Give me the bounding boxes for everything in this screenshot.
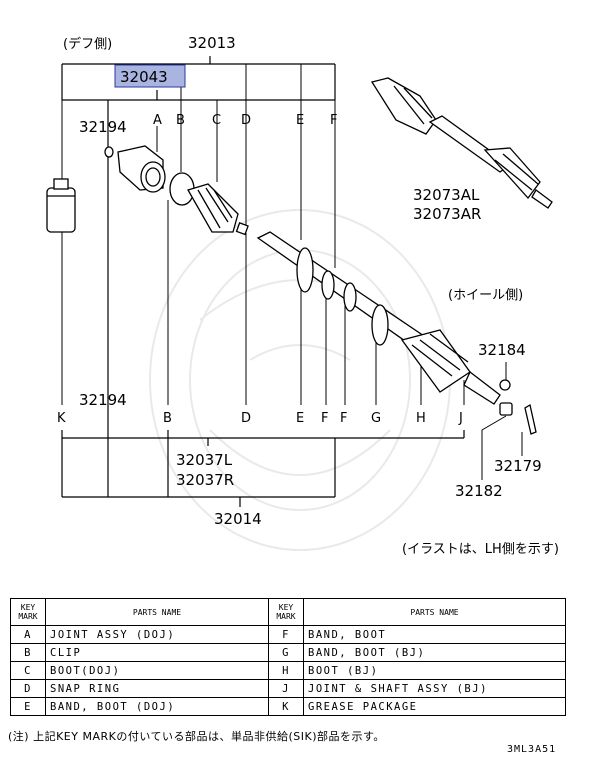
doj-boot-part <box>187 183 249 236</box>
key-cell: G <box>268 643 304 662</box>
name-cell: BAND, BOOT <box>303 625 566 644</box>
key-letter: C <box>212 113 221 128</box>
name-cell: SNAP RING <box>45 679 269 698</box>
exploded-parts-diagram: (デフ側) 32013 32043 32194 32194 A B C D E … <box>46 34 559 557</box>
name-cell: BOOT(DOJ) <box>45 661 269 680</box>
name-cell: BAND, BOOT (DOJ) <box>45 697 269 716</box>
illustration-note: (イラストは、LH側を示す) <box>402 542 559 557</box>
key-letter: B <box>163 411 172 426</box>
name-cell: BOOT (BJ) <box>303 661 566 680</box>
key-cell: J <box>268 679 304 698</box>
leader-32182 <box>481 415 507 480</box>
highlighted-part-box[interactable] <box>114 64 186 88</box>
key-letter: K <box>57 411 66 426</box>
name-cell: CLIP <box>45 643 269 662</box>
table-row: B CLIP G BAND, BOOT (BJ) <box>10 643 566 662</box>
top-grouping-lines <box>61 56 336 158</box>
key-cell: F <box>268 625 304 644</box>
key-cell: D <box>10 679 46 698</box>
complete-shaft-part <box>370 77 553 209</box>
shaft-number-left: 32073AL <box>413 186 480 204</box>
upper-part-number-32194: 32194 <box>79 118 127 136</box>
drive-shaft-part <box>256 231 537 435</box>
key-letter: B <box>176 113 185 128</box>
key-letter: H <box>416 411 426 426</box>
parts-name-header: PARTS NAME <box>45 598 269 626</box>
key-cell: H <box>268 661 304 680</box>
diff-side-label: (デフ側) <box>63 36 112 52</box>
key-letter: A <box>153 113 162 128</box>
key-cell: K <box>268 697 304 716</box>
diagram-code: 3ML3A51 <box>507 744 557 755</box>
key-cell: B <box>10 643 46 662</box>
top-assembly-number: 32013 <box>188 34 236 52</box>
bottom-key-letters: K B D E F F G H J <box>57 411 463 426</box>
table-row: A JOINT ASSY (DOJ) F BAND, BOOT <box>10 625 566 644</box>
table-row: C BOOT(DOJ) H BOOT (BJ) <box>10 661 566 680</box>
grease-package-part <box>46 178 76 233</box>
key-cell: A <box>10 625 46 644</box>
key-letter: G <box>371 411 381 426</box>
name-cell: JOINT ASSY (DOJ) <box>45 625 269 644</box>
bottom-assembly-number: 32014 <box>214 510 262 528</box>
lower-part-number-32194: 32194 <box>79 391 127 409</box>
name-cell: BAND, BOOT (BJ) <box>303 643 566 662</box>
parts-name-header: PARTS NAME <box>303 598 566 626</box>
key-letter: J <box>458 411 463 426</box>
key-letter: E <box>296 113 304 128</box>
key-letter: E <box>296 411 304 426</box>
key-letter: F <box>330 113 337 128</box>
key-letter: D <box>241 113 251 128</box>
part-number-32184: 32184 <box>478 341 526 359</box>
key-cell: C <box>10 661 46 680</box>
table-row: D SNAP RING J JOINT & SHAFT ASSY (BJ) <box>10 679 566 698</box>
key-letter: F <box>321 411 328 426</box>
wheel-side-label: (ホイール側) <box>448 288 523 303</box>
part-number-32179: 32179 <box>494 457 542 475</box>
highlighted-part-number[interactable]: 32043 <box>120 68 168 86</box>
name-cell: JOINT & SHAFT ASSY (BJ) <box>303 679 566 698</box>
key-letter: F <box>340 411 347 426</box>
part-number-32182: 32182 <box>455 482 503 500</box>
table-row: E BAND, BOOT (DOJ) K GREASE PACKAGE <box>10 697 566 716</box>
sik-footnote: (注) 上記KEY MARKの付いている部品は、単品非供給(SIK)部品を示す。 <box>8 730 385 743</box>
shaft-number-right: 32073AR <box>413 205 481 223</box>
name-cell: GREASE PACKAGE <box>303 697 566 716</box>
bottom-number-32037R: 32037R <box>176 471 234 489</box>
key-cell: E <box>10 697 46 716</box>
key-letter: D <box>241 411 251 426</box>
bottom-number-32037L: 32037L <box>176 451 233 469</box>
bottom-grouping-lines <box>61 158 465 507</box>
leader-lines <box>61 64 465 405</box>
top-key-letters: A B C D E F <box>153 113 337 128</box>
